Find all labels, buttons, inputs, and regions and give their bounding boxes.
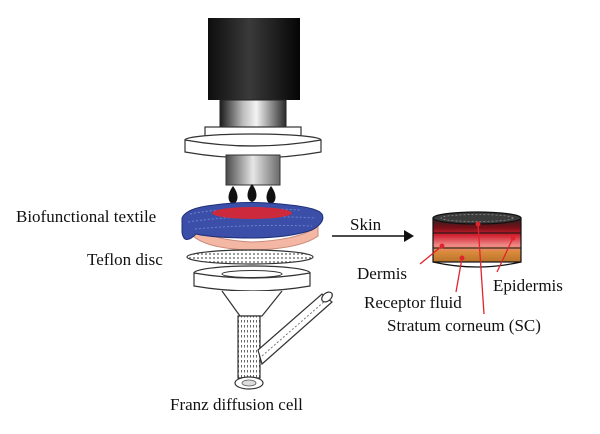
pointer-stratum	[477, 223, 485, 315]
pipette-lower-barrel	[225, 154, 281, 186]
label-teflon-disc: Teflon disc	[87, 250, 163, 269]
franz-cell-stem	[237, 315, 261, 379]
droplets	[228, 184, 276, 204]
pointer-dot	[459, 255, 465, 261]
pointer-dermis	[419, 245, 443, 265]
pipette-assembly	[184, 18, 322, 186]
pointer-receptor	[455, 257, 463, 293]
pointer-epidermis	[496, 237, 514, 273]
textile-sample	[181, 202, 324, 251]
textile-texture	[187, 208, 317, 230]
label-dermis: Dermis	[357, 264, 407, 283]
franz-cell-funnel	[221, 290, 283, 317]
teflon-disc	[186, 249, 314, 265]
label-skin: Skin	[350, 215, 382, 234]
label-receptor-fluid: Receptor fluid	[364, 293, 462, 312]
franz-cell-side-arm-opening	[321, 291, 333, 303]
skin-layers-model	[432, 211, 522, 268]
teflon-disc-body	[186, 249, 314, 265]
franz-cell-rim	[193, 272, 311, 292]
pointer-dot	[439, 243, 445, 249]
pipette-barrel	[219, 99, 287, 128]
skin-arrow	[332, 230, 414, 242]
skin-sample	[192, 224, 319, 251]
pointer-lines	[419, 221, 516, 315]
label-biofunctional-textile: Biofunctional textile	[16, 207, 156, 226]
label-franz-diffusion-cell: Franz diffusion cell	[170, 395, 303, 414]
pipette-cap	[208, 18, 300, 100]
droplet-icon	[266, 186, 276, 204]
skin-cylinder-top-inner	[440, 214, 514, 222]
pointer-dot	[510, 235, 516, 241]
franz-cell-bottom-inner	[241, 379, 257, 387]
franz-cell-inner-ring	[221, 270, 283, 278]
textile-active-zone	[212, 207, 292, 219]
pipette-flange	[184, 139, 322, 159]
skin-cylinder-bottom	[432, 261, 522, 268]
droplet-icon	[228, 186, 238, 204]
label-stratum-corneum: Stratum corneum (SC)	[387, 316, 541, 335]
pointer-dot	[475, 221, 481, 227]
franz-cell	[193, 265, 333, 390]
droplet-icon	[247, 184, 257, 202]
label-epidermis: Epidermis	[493, 276, 563, 295]
arrow-head-icon	[404, 230, 414, 242]
